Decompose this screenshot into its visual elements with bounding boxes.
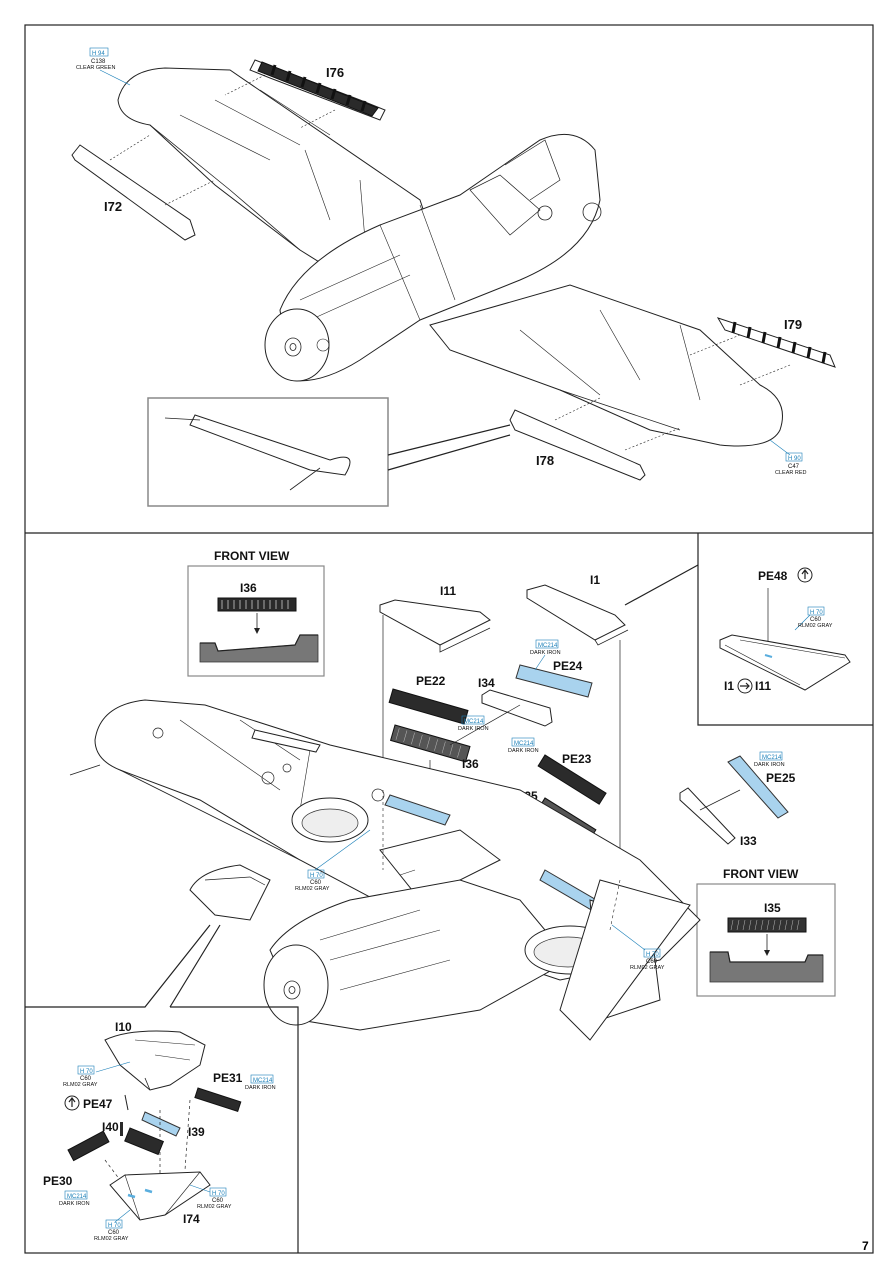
svg-text:H 94: H 94: [92, 51, 105, 57]
radiator-grille-i79: [716, 317, 836, 368]
color-callout-rlm02-left: H 70 C60 RLM02 GRAY: [295, 829, 371, 892]
part-label-i36: I36: [462, 757, 479, 771]
part-label-i76: I76: [326, 65, 344, 80]
svg-text:RLM02 GRAY: RLM02 GRAY: [295, 886, 330, 892]
svg-text:MC214: MC214: [67, 1194, 87, 1200]
part-label-pe22: PE22: [416, 674, 446, 688]
part-label-i1: I1: [590, 573, 600, 587]
part-label-pe31: PE31: [213, 1071, 243, 1085]
svg-text:DARK IRON: DARK IRON: [508, 748, 539, 754]
color-callout-dark-iron-pe31: MC214 DARK IRON: [245, 1074, 276, 1091]
part-label-i10: I10: [115, 1020, 132, 1034]
page-number: 7: [862, 1239, 869, 1253]
svg-text:H 70: H 70: [810, 610, 823, 616]
svg-text:RLM02 GRAY: RLM02 GRAY: [197, 1204, 232, 1210]
svg-text:DARK IRON: DARK IRON: [59, 1201, 90, 1207]
svg-text:H 90: H 90: [788, 456, 801, 462]
svg-text:C60: C60: [80, 1076, 92, 1082]
color-callout-clear-green: H 94 C138 CLEAR GREEN: [76, 47, 131, 86]
front-view-title-2: FRONT VIEW: [723, 867, 799, 881]
svg-text:DARK IRON: DARK IRON: [458, 726, 489, 732]
radiator-grille-i76: [249, 59, 386, 121]
svg-text:C60: C60: [108, 1230, 120, 1236]
svg-text:C60: C60: [212, 1198, 224, 1204]
svg-text:MC214: MC214: [762, 755, 782, 761]
part-label-i78: I78: [536, 453, 554, 468]
color-callout-rlm02-right: H 70 C60 RLM02 GRAY: [611, 924, 665, 971]
part-label-i74: I74: [183, 1212, 200, 1226]
lower-wing-assembly: [69, 699, 701, 1041]
svg-text:MC214: MC214: [514, 741, 534, 747]
svg-text:RLM02 GRAY: RLM02 GRAY: [798, 623, 833, 629]
color-callout-rlm02-i10: H 70 C60 RLM02 GRAY: [63, 1061, 131, 1088]
svg-text:C138: C138: [91, 59, 106, 65]
svg-text:DARK IRON: DARK IRON: [245, 1085, 276, 1091]
svg-text:C60: C60: [810, 617, 822, 623]
part-label-i33: I33: [740, 834, 757, 848]
part-label-i1-inset: I1: [724, 679, 734, 693]
svg-text:MC214: MC214: [464, 719, 484, 725]
part-label-i34: I34: [478, 676, 495, 690]
part-label-pe24: PE24: [553, 659, 583, 673]
color-callout-rlm02-inset: H 70 C60 RLM02 GRAY: [794, 606, 833, 631]
svg-text:H 70: H 70: [108, 1223, 121, 1229]
svg-text:RLM02 GRAY: RLM02 GRAY: [63, 1082, 98, 1088]
top-assembly: [71, 59, 836, 507]
svg-text:H 70: H 70: [646, 952, 659, 958]
svg-text:RLM02 GRAY: RLM02 GRAY: [630, 965, 665, 971]
part-label-i72: I72: [104, 199, 122, 214]
part-label-pe23: PE23: [562, 752, 592, 766]
svg-text:H 70: H 70: [212, 1191, 225, 1197]
part-label-i11: I11: [440, 584, 456, 598]
color-callout-dark-iron-pe22: MC214 DARK IRON: [458, 715, 489, 732]
svg-text:C60: C60: [646, 959, 658, 965]
part-label-pe48: PE48: [758, 569, 788, 583]
front-view-title-1: FRONT VIEW: [214, 549, 290, 563]
part-label-pe25: PE25: [766, 771, 796, 785]
part-label-i36-front: I36: [240, 581, 257, 595]
svg-text:H 70: H 70: [310, 873, 323, 879]
color-callout-rlm02-i74-left: H 70 C60 RLM02 GRAY: [94, 1209, 131, 1242]
part-label-pe30: PE30: [43, 1174, 73, 1188]
color-callout-dark-iron-pe23: MC214 DARK IRON: [508, 737, 539, 754]
color-callout-dark-iron-pe30: MC214 DARK IRON: [59, 1190, 90, 1207]
color-callout-dark-iron-pe24: MC214 DARK IRON: [530, 639, 561, 671]
svg-text:MC214: MC214: [538, 643, 558, 649]
part-label-i40: I40: [102, 1120, 119, 1134]
svg-text:DARK IRON: DARK IRON: [530, 650, 561, 656]
part-label-i39: I39: [188, 1125, 205, 1139]
svg-text:RLM02 GRAY: RLM02 GRAY: [94, 1236, 129, 1242]
color-callout-rlm02-i74-right: H 70 C60 RLM02 GRAY: [189, 1184, 232, 1210]
svg-text:C47: C47: [788, 464, 800, 470]
svg-text:MC214: MC214: [253, 1078, 273, 1084]
part-label-i79: I79: [784, 317, 802, 332]
svg-text:CLEAR RED: CLEAR RED: [775, 470, 807, 476]
part-label-i35-front: I35: [764, 901, 781, 915]
svg-text:DARK IRON: DARK IRON: [754, 762, 785, 768]
part-label-pe47: PE47: [83, 1097, 113, 1111]
svg-text:C60: C60: [310, 880, 322, 886]
page-frame: [24, 24, 874, 1254]
svg-text:CLEAR GREEN: CLEAR GREEN: [76, 65, 115, 71]
color-callout-dark-iron-pe25: MC214 DARK IRON: [754, 751, 785, 768]
color-callout-clear-red: H 90 C47 CLEAR RED: [769, 439, 807, 476]
part-label-i11-inset: I11: [755, 679, 771, 693]
svg-text:H 70: H 70: [80, 1069, 93, 1075]
